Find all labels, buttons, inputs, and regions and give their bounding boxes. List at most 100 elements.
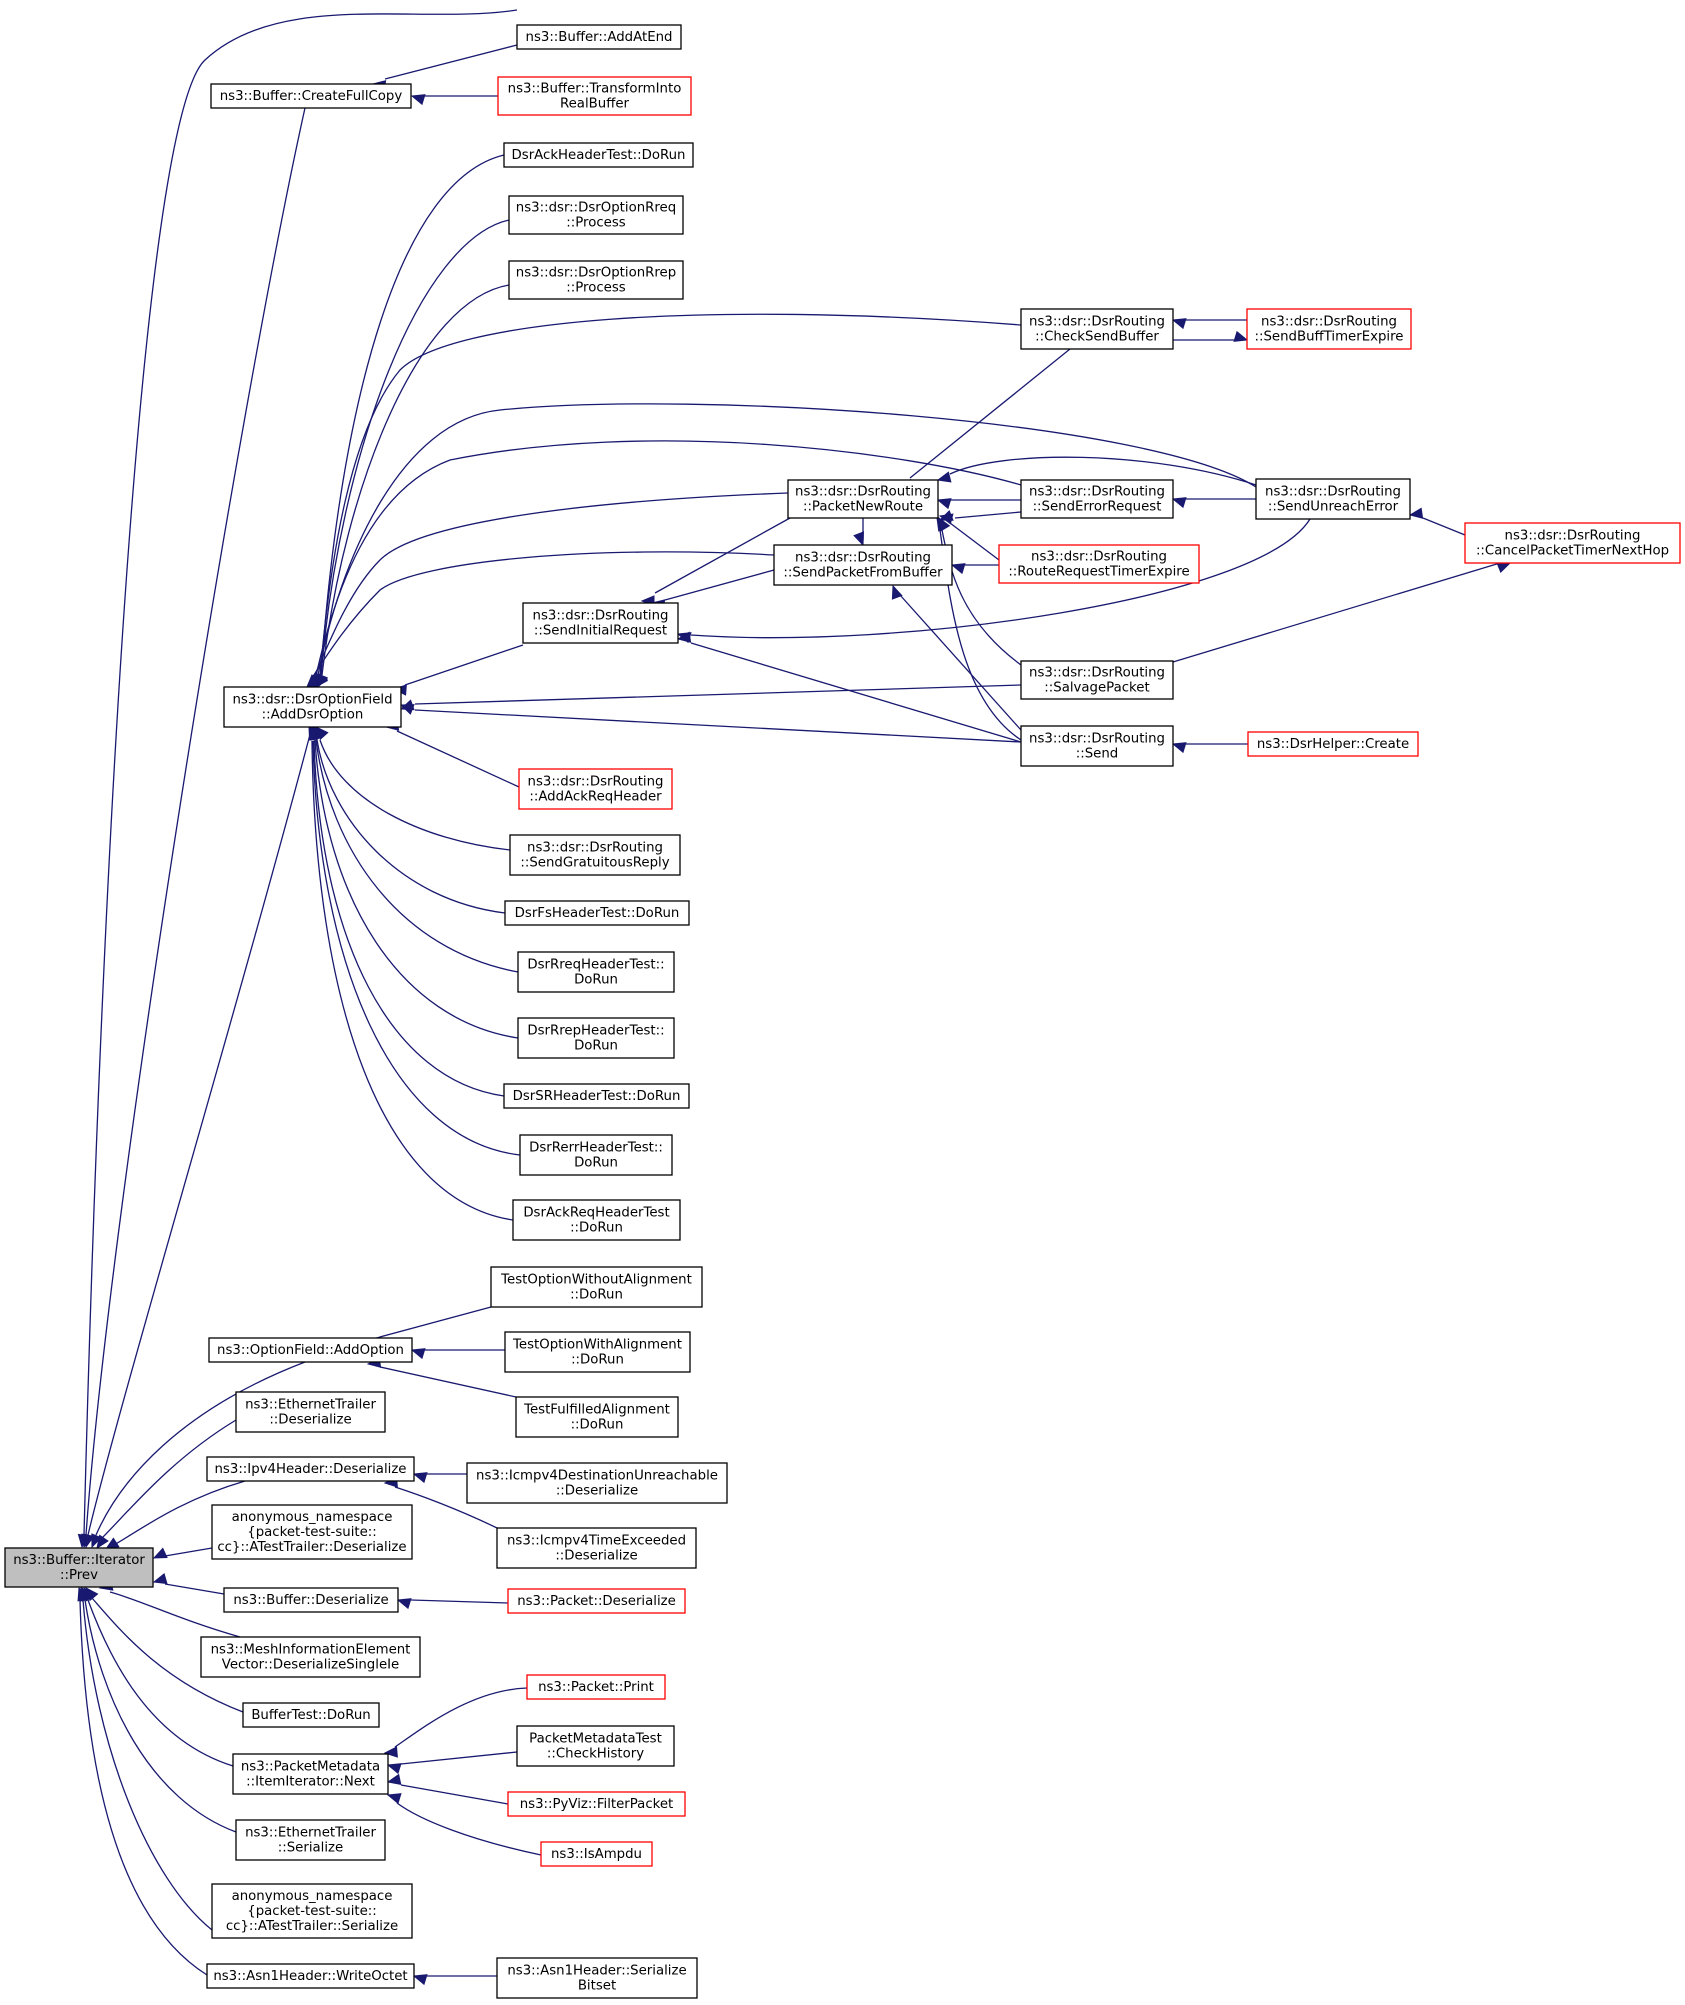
node-anonser[interactable]: anonymous_namespace{packet-test-suite::c… (211, 1883, 413, 1939)
node-cancelpacket[interactable]: ns3::dsr::DsrRouting::CancelPacketTimerN… (1464, 522, 1681, 564)
node-send[interactable]: ns3::dsr::DsrRouting::Send (1020, 725, 1174, 767)
node-sendbufftimer[interactable]: ns3::dsr::DsrRouting::SendBuffTimerExpir… (1246, 308, 1412, 350)
arrowhead (1171, 497, 1187, 509)
node-label: ns3::Buffer::CreateFullCopy (220, 89, 403, 104)
node-buftest[interactable]: BufferTest::DoRun (242, 1702, 380, 1728)
arrowhead (96, 1534, 109, 1550)
node-ethdeser[interactable]: ns3::EthernetTrailer::Deserialize (235, 1391, 386, 1433)
arrowhead (936, 471, 952, 483)
node-label: ns3::Buffer::TransformInto (508, 82, 682, 97)
node-label: ns3::PacketMetadata (241, 1760, 380, 1775)
node-label: ns3::Packet::Deserialize (517, 1594, 676, 1609)
node-icmpdest[interactable]: ns3::Icmpv4DestinationUnreachable::Deser… (466, 1462, 728, 1504)
node-isampdu[interactable]: ns3::IsAmpdu (540, 1841, 653, 1867)
node-packetnewroute[interactable]: ns3::dsr::DsrRouting::PacketNewRoute (787, 479, 939, 519)
node-pktprint[interactable]: ns3::Packet::Print (526, 1674, 666, 1700)
edge-sendinitreq-to-adddsroption (392, 644, 524, 696)
node-label: ns3::dsr::DsrOptionRrep (516, 266, 676, 281)
node-checkhist[interactable]: PacketMetadataTest::CheckHistory (516, 1725, 675, 1767)
arrowhead (938, 516, 951, 532)
node-checksend[interactable]: ns3::dsr::DsrRouting::CheckSendBuffer (1020, 308, 1174, 350)
node-anondeser[interactable]: anonymous_namespace{packet-test-suite::c… (211, 1504, 413, 1560)
node-box (223, 686, 402, 728)
node-label: ::SalvagePacket (1044, 681, 1149, 696)
node-box (1255, 478, 1411, 520)
node-sendgrat[interactable]: ns3::dsr::DsrRouting::SendGratuitousRepl… (509, 834, 681, 876)
node-dsrhelper[interactable]: ns3::DsrHelper::Create (1247, 731, 1419, 757)
node-addackreq[interactable]: ns3::dsr::DsrRouting::AddAckReqHeader (518, 768, 673, 810)
node-label: ::SendPacketFromBuffer (783, 566, 943, 581)
edge-transform-to-createfullcopy (410, 94, 498, 106)
node-label: ns3::dsr::DsrRouting (528, 775, 664, 790)
node-box (235, 1391, 386, 1433)
node-rreqdorun[interactable]: DsrRreqHeaderTest::DoRun (517, 951, 675, 993)
arrowhead (152, 1573, 168, 1585)
node-writeoctet[interactable]: ns3::Asn1Header::WriteOctet (206, 1963, 415, 1989)
node-box (1020, 308, 1174, 350)
node-box (503, 142, 694, 168)
edge-anonser-to-prev (80, 1586, 213, 1931)
node-testoptw[interactable]: TestOptionWithAlignment::DoRun (504, 1331, 691, 1373)
arrowhead (386, 1773, 402, 1786)
node-label: DsrRreqHeaderTest:: (527, 958, 664, 973)
node-testfulfilled[interactable]: TestFulfilledAlignment::DoRun (515, 1396, 679, 1438)
node-rrepproc[interactable]: ns3::dsr::DsrOptionRrep::Process (508, 260, 684, 300)
node-box (206, 1456, 415, 1482)
node-createfullcopy[interactable]: ns3::Buffer::CreateFullCopy (210, 83, 412, 109)
node-label: ns3::PyViz::FilterPacket (520, 1797, 674, 1812)
node-box (516, 1725, 675, 1767)
arrowhead (676, 631, 692, 643)
node-routereqtimer[interactable]: ns3::dsr::DsrRouting::RouteRequestTimerE… (998, 544, 1200, 584)
arrowhead (938, 510, 954, 521)
node-pktdeser[interactable]: ns3::Packet::Deserialize (507, 1588, 686, 1614)
node-ackdorun[interactable]: DsrAckHeaderTest::DoRun (503, 142, 694, 168)
node-label: TestOptionWithoutAlignment (500, 1273, 692, 1288)
node-adddsroption[interactable]: ns3::dsr::DsrOptionField::AddDsrOption (223, 686, 402, 728)
node-icmptime[interactable]: ns3::Icmpv4TimeExceeded::Deserialize (496, 1527, 697, 1569)
node-box (490, 1266, 703, 1308)
node-box (232, 1753, 389, 1795)
node-rreqproc[interactable]: ns3::dsr::DsrOptionRreq::Process (508, 195, 684, 235)
node-box (223, 1587, 399, 1613)
node-bufdeser[interactable]: ns3::Buffer::Deserialize (223, 1587, 399, 1613)
edge-checksend-to-sendbufftimer (1173, 330, 1249, 342)
node-sendinitreq[interactable]: ns3::dsr::DsrRouting::SendInitialRequest (522, 602, 679, 644)
node-label: ns3::dsr::DsrRouting (527, 841, 663, 856)
node-sendunreach[interactable]: ns3::dsr::DsrRouting::SendUnreachError (1255, 478, 1411, 520)
node-label: ns3::dsr::DsrRouting (1029, 485, 1165, 500)
node-addatend[interactable]: ns3::Buffer::AddAtEnd (516, 24, 682, 50)
node-fsdorun[interactable]: DsrFsHeaderTest::DoRun (504, 900, 690, 926)
node-label: ns3::Ipv4Header::Deserialize (215, 1462, 407, 1477)
node-meshdeser[interactable]: ns3::MeshInformationElementVector::Deser… (200, 1636, 421, 1678)
node-box (773, 544, 953, 586)
node-addoption[interactable]: ns3::OptionField::AddOption (208, 1337, 413, 1363)
node-rerrdorun[interactable]: DsrRerrHeaderTest::DoRun (519, 1134, 673, 1176)
edge-ethdeser-to-prev (96, 1419, 237, 1550)
node-ethser[interactable]: ns3::EthernetTrailer::Serialize (235, 1819, 386, 1861)
node-box (518, 768, 673, 810)
node-itemnext[interactable]: ns3::PacketMetadata::ItemIterator::Next (232, 1753, 389, 1795)
node-label: ::SendInitialRequest (534, 624, 667, 639)
edge-pktdeser-to-bufdeser (396, 1598, 509, 1610)
node-ipv4deser[interactable]: ns3::Ipv4Header::Deserialize (206, 1456, 415, 1482)
node-label: ::Serialize (278, 1841, 343, 1856)
node-sendpktbuf[interactable]: ns3::dsr::DsrRouting::SendPacketFromBuff… (773, 544, 953, 586)
edge-senderrorreq-to-packetnewroute (936, 498, 1021, 510)
node-ackreqdorun[interactable]: DsrAckReqHeaderTest::DoRun (512, 1199, 681, 1241)
edge-addackreq-to-adddsroption (384, 719, 520, 788)
node-rrepdorun[interactable]: DsrRrepHeaderTest::DoRun (517, 1017, 675, 1059)
edge-serbitset-to-writeoctet (412, 1974, 497, 1986)
edge-send-to-adddsroption (399, 699, 1022, 743)
node-label: ns3::Buffer::Iterator (13, 1553, 145, 1568)
edge-sendpktbuf-to-adddsroption (306, 551, 775, 688)
node-salvage[interactable]: ns3::dsr::DsrRouting::SalvagePacket (1020, 660, 1174, 700)
node-box (1020, 660, 1174, 700)
node-srdorun[interactable]: DsrSRHeaderTest::DoRun (503, 1083, 690, 1109)
node-filterpkt[interactable]: ns3::PyViz::FilterPacket (507, 1791, 686, 1817)
node-testoptwo[interactable]: TestOptionWithoutAlignment::DoRun (490, 1266, 703, 1308)
node-senderrorreq[interactable]: ns3::dsr::DsrRouting::SendErrorRequest (1020, 479, 1174, 519)
edge-rerrdorun-to-adddsroption (309, 725, 521, 1156)
edge-isampdu-to-itemnext (386, 1793, 542, 1856)
